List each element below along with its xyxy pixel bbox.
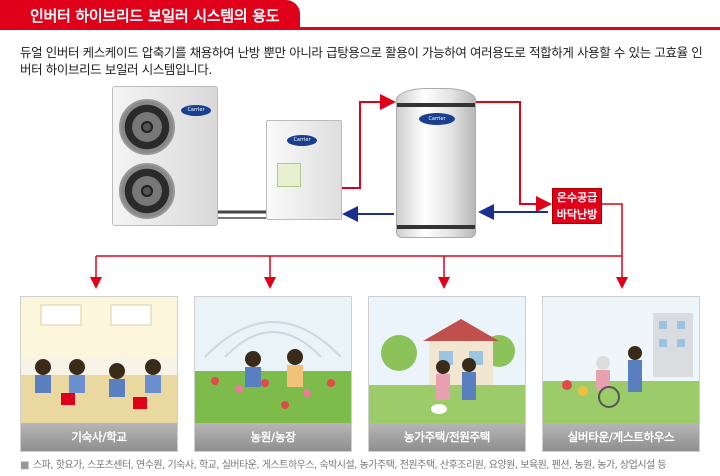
country-house-illustration	[369, 297, 525, 423]
certification-badge	[277, 163, 301, 187]
floor-heating-label: 바닥난방	[556, 208, 598, 221]
fan-icon	[119, 99, 175, 155]
brand-logo: Carrier	[181, 105, 211, 116]
supply-flow-line	[342, 94, 396, 189]
farm-illustration	[195, 297, 351, 423]
brand-logo: Carrier	[419, 113, 455, 125]
supply-flow-line	[476, 101, 552, 212]
footnote-text: 스파, 핫요가, 스포츠센터, 연수원, 기숙사, 학교, 실버타운, 게스트하…	[32, 460, 667, 471]
use-card-label: 농원/농장	[195, 423, 351, 451]
use-card-dormitory: 기숙사/학교	[20, 296, 178, 452]
silver-town-illustration	[543, 297, 699, 423]
footnote: ■스파, 핫요가, 스포츠센터, 연수원, 기숙사, 학교, 실버타운, 게스트…	[20, 456, 720, 471]
hot-water-tank-image: Carrier	[396, 88, 476, 238]
outdoor-unit-image: Carrier	[112, 86, 218, 226]
supply-label-box: 온수공급 바닥난방	[552, 188, 602, 224]
header-underline	[0, 27, 720, 30]
tank-band	[397, 225, 475, 229]
distribution-line	[602, 203, 623, 256]
bullet-icon: ■	[20, 460, 29, 471]
use-card-farm: 농원/농장	[194, 296, 352, 452]
use-card-label: 농가주택/전원주택	[369, 423, 525, 451]
use-card-label: 실버타운/게스트하우스	[543, 423, 699, 451]
header-tab	[0, 0, 300, 30]
fan-icon	[119, 163, 175, 219]
section-header: 인버터 하이브리드 보일러 시스템의 용도	[0, 0, 720, 30]
page-title: 인버터 하이브리드 보일러 시스템의 용도	[30, 7, 280, 25]
flow-lines	[90, 94, 628, 289]
use-card-country-house: 농가주택/전원주택	[368, 296, 526, 452]
brand-logo: Carrier	[287, 135, 317, 146]
use-case-cards: 기숙사/학교 농원/농장	[20, 296, 700, 452]
system-diagram: Carrier Carrier Carrier	[0, 80, 720, 294]
description-text: 듀얼 인버터 케스케이드 압축기를 채용하여 난방 뿐만 아니라 급탕용으로 활…	[20, 45, 703, 77]
use-card-silver-town: 실버타운/게스트하우스	[542, 296, 700, 452]
indoor-unit-image: Carrier	[266, 120, 342, 220]
dormitory-illustration	[21, 297, 177, 423]
use-card-label: 기숙사/학교	[21, 423, 177, 451]
hot-water-supply-label: 온수공급	[556, 191, 598, 204]
tank-band	[397, 103, 475, 107]
